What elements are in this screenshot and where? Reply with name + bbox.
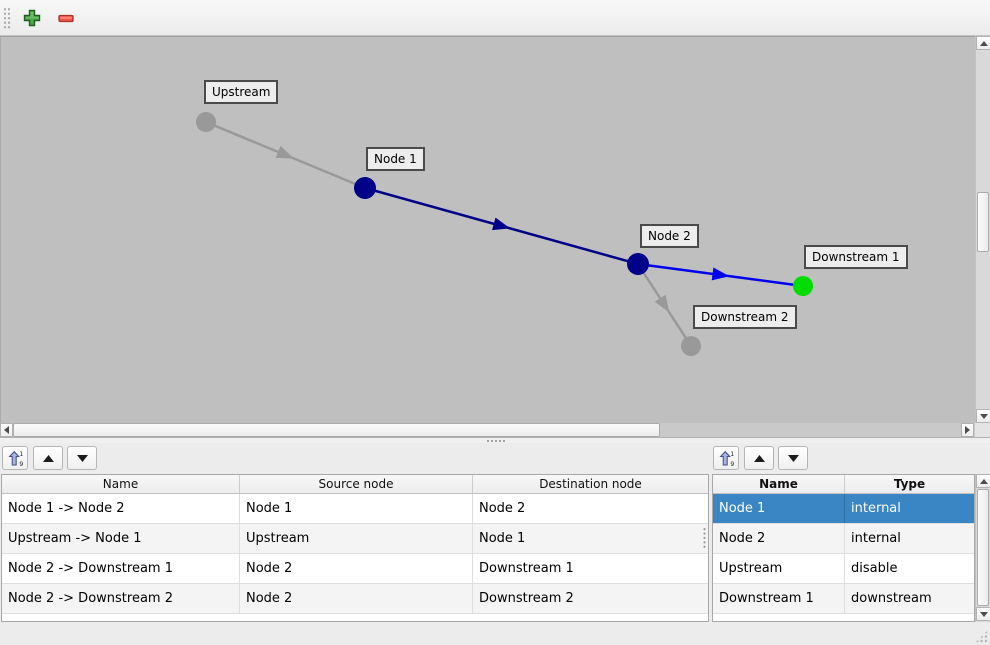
add-icon: [23, 9, 41, 26]
table-cell[interactable]: Node 1 -> Node 2: [2, 494, 240, 523]
table-cell[interactable]: Node 2: [240, 584, 473, 613]
table-cell[interactable]: Downstream 2: [479, 591, 574, 606]
triangle-down-icon: [76, 454, 88, 462]
edge-arrowhead-icon: [654, 294, 670, 313]
table-row-downstream-1[interactable]: Downstream 1 downstream: [713, 584, 974, 614]
nodes-table-scrollbar[interactable]: [975, 474, 990, 622]
scrollbar-corner: [975, 423, 990, 437]
nodes-table-header: Name Type: [713, 475, 974, 494]
graph-node-node-2[interactable]: [627, 253, 649, 275]
remove-icon: [58, 14, 74, 22]
svg-text:1: 1: [19, 451, 23, 458]
table-cell[interactable]: Downstream 1: [479, 561, 574, 576]
svg-text:9: 9: [730, 461, 734, 467]
nodes-move-down-button[interactable]: [778, 446, 808, 470]
table-cell[interactable]: disable: [851, 561, 898, 576]
splitter-grip-icon: [486, 440, 506, 442]
arrow-up-icon: [979, 478, 988, 484]
node-label-upstream[interactable]: Upstream: [204, 80, 279, 104]
arrow-right-icon: [965, 426, 970, 434]
triangle-up-icon: [753, 454, 765, 462]
triangle-down-icon: [787, 454, 799, 462]
table-cell[interactable]: downstream: [851, 591, 932, 606]
table-cell[interactable]: Node 2 -> Downstream 2: [2, 584, 240, 613]
arrow-down-icon: [979, 413, 988, 419]
column-header-source-node[interactable]: Source node: [240, 475, 473, 493]
table-cell[interactable]: Upstream: [713, 554, 845, 583]
column-header-type[interactable]: Type: [893, 477, 926, 491]
main-toolbar: [0, 0, 990, 36]
triangle-up-icon: [42, 454, 54, 462]
scroll-right-button[interactable]: [961, 423, 974, 437]
scroll-left-button[interactable]: [0, 423, 13, 437]
table-cell[interactable]: Node 1: [479, 531, 526, 546]
edges-table: Name Source node Destination node Node 1…: [1, 474, 709, 622]
table-cell[interactable]: internal: [851, 501, 901, 516]
canvas-vertical-scrollbar[interactable]: [975, 36, 990, 423]
table-cell[interactable]: Node 1: [713, 494, 845, 523]
vertical-splitter[interactable]: [703, 527, 706, 549]
horizontal-scroll-thumb[interactable]: [13, 423, 660, 437]
node-label-node-2[interactable]: Node 2: [640, 224, 699, 248]
remove-button[interactable]: [53, 5, 79, 31]
sort-ascending-icon: 1 9: [718, 450, 734, 467]
horizontal-splitter[interactable]: [0, 437, 990, 443]
toolbar-drag-handle[interactable]: [3, 6, 11, 29]
scroll-down-button[interactable]: [976, 409, 990, 423]
nodes-move-up-button[interactable]: [744, 446, 774, 470]
table-cell[interactable]: Node 2: [479, 501, 526, 516]
table-cell[interactable]: Node 2 -> Downstream 1: [2, 554, 240, 583]
graph-node-node-1[interactable]: [354, 177, 376, 199]
arrow-down-icon: [979, 611, 988, 617]
column-header-name[interactable]: Name: [713, 475, 845, 493]
scroll-up-button[interactable]: [976, 474, 990, 488]
edge-arrowhead-icon: [711, 267, 730, 281]
table-cell[interactable]: Node 2: [240, 554, 473, 583]
nodes-sort-button[interactable]: 1 9: [713, 446, 739, 470]
node-label-downstream-1[interactable]: Downstream 1: [804, 245, 908, 269]
svg-text:1: 1: [730, 451, 734, 458]
scroll-up-button[interactable]: [976, 36, 990, 50]
edge-arrowhead-icon: [275, 145, 294, 159]
edges-move-up-button[interactable]: [33, 446, 63, 470]
graph-node-upstream[interactable]: [196, 112, 216, 132]
column-header-destination-node[interactable]: Destination node: [539, 477, 642, 491]
vertical-scroll-thumb[interactable]: [977, 192, 989, 252]
window-resize-grip[interactable]: [975, 630, 988, 643]
sort-ascending-icon: 1 9: [7, 450, 23, 467]
table-row-node-2[interactable]: Node 2 internal: [713, 524, 974, 554]
graph-svg: [196, 112, 813, 356]
arrow-left-icon: [4, 426, 9, 434]
column-header-name[interactable]: Name: [2, 475, 240, 493]
bottom-panels: 1 9 1 9 Name Source nod: [0, 443, 990, 645]
table-cell[interactable]: Upstream -> Node 1: [2, 524, 240, 553]
add-button[interactable]: [19, 5, 45, 31]
table-cell[interactable]: Downstream 1: [713, 584, 845, 613]
table-row-upstream[interactable]: Upstream disable: [713, 554, 974, 584]
table-cell[interactable]: internal: [851, 531, 901, 546]
graph-node-downstream-1[interactable]: [793, 276, 813, 296]
table-cell[interactable]: Node 1: [240, 494, 473, 523]
node-label-node-1[interactable]: Node 1: [366, 147, 425, 171]
edges-table-header: Name Source node Destination node: [2, 475, 708, 494]
edges-move-down-button[interactable]: [67, 446, 97, 470]
canvas-horizontal-scrollbar[interactable]: [0, 423, 975, 437]
svg-text:9: 9: [19, 461, 23, 467]
edges-sort-button[interactable]: 1 9: [2, 446, 28, 470]
graph-node-downstream-2[interactable]: [681, 336, 701, 356]
vertical-scroll-thumb[interactable]: [977, 489, 989, 606]
edge-arrowhead-icon: [492, 217, 511, 231]
table-cell[interactable]: Node 2: [713, 524, 845, 553]
node-label-downstream-2[interactable]: Downstream 2: [693, 305, 797, 329]
table-row-node-1[interactable]: Node 1 internal: [713, 494, 974, 524]
table-cell[interactable]: Upstream: [240, 524, 473, 553]
arrow-up-icon: [979, 40, 988, 46]
scroll-down-button[interactable]: [976, 607, 990, 621]
